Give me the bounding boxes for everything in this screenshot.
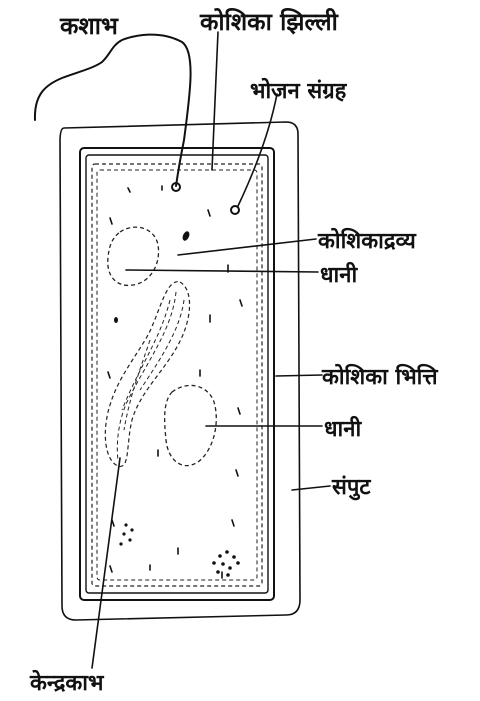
nucleoid [105,282,189,467]
cell-wall-inner-line [86,155,268,593]
granule-cluster-left [119,523,133,545]
label-flagellum: कशाभ [59,12,119,40]
leader-lines [92,32,330,668]
label-nucleoid: केन्द्रकाभ [29,669,105,696]
label-cytoplasm: कोशिकाद्रव्य [317,227,417,254]
capsule-outline [60,122,300,620]
food-granule [181,230,191,242]
leader-food-storage [238,94,277,206]
cytoplasm-specks [108,186,242,578]
label-cell-wall: कोशिका भित्ति [321,363,438,390]
cell-membrane-outline [92,164,262,586]
leader-capsule [292,486,330,490]
leader-nucleoid [92,458,120,668]
flagellum [35,35,191,186]
granule-cluster-right [212,550,240,577]
label-vacuole-bottom: धानी [324,415,362,442]
leader-vacuole-top [126,270,318,272]
label-vacuole-top: धानी [320,261,358,288]
label-food-storage: भोजन संग्रह [250,77,348,104]
label-capsule: संपुट [331,475,371,501]
label-cell-membrane: कोशिका झिल्ली [199,8,339,36]
food-granule [114,317,118,323]
leader-cell-membrane [212,32,218,170]
food-granule [231,206,239,214]
leader-cell-wall [276,375,322,376]
leader-cytoplasm [178,239,316,255]
vacuole-top [108,227,159,285]
